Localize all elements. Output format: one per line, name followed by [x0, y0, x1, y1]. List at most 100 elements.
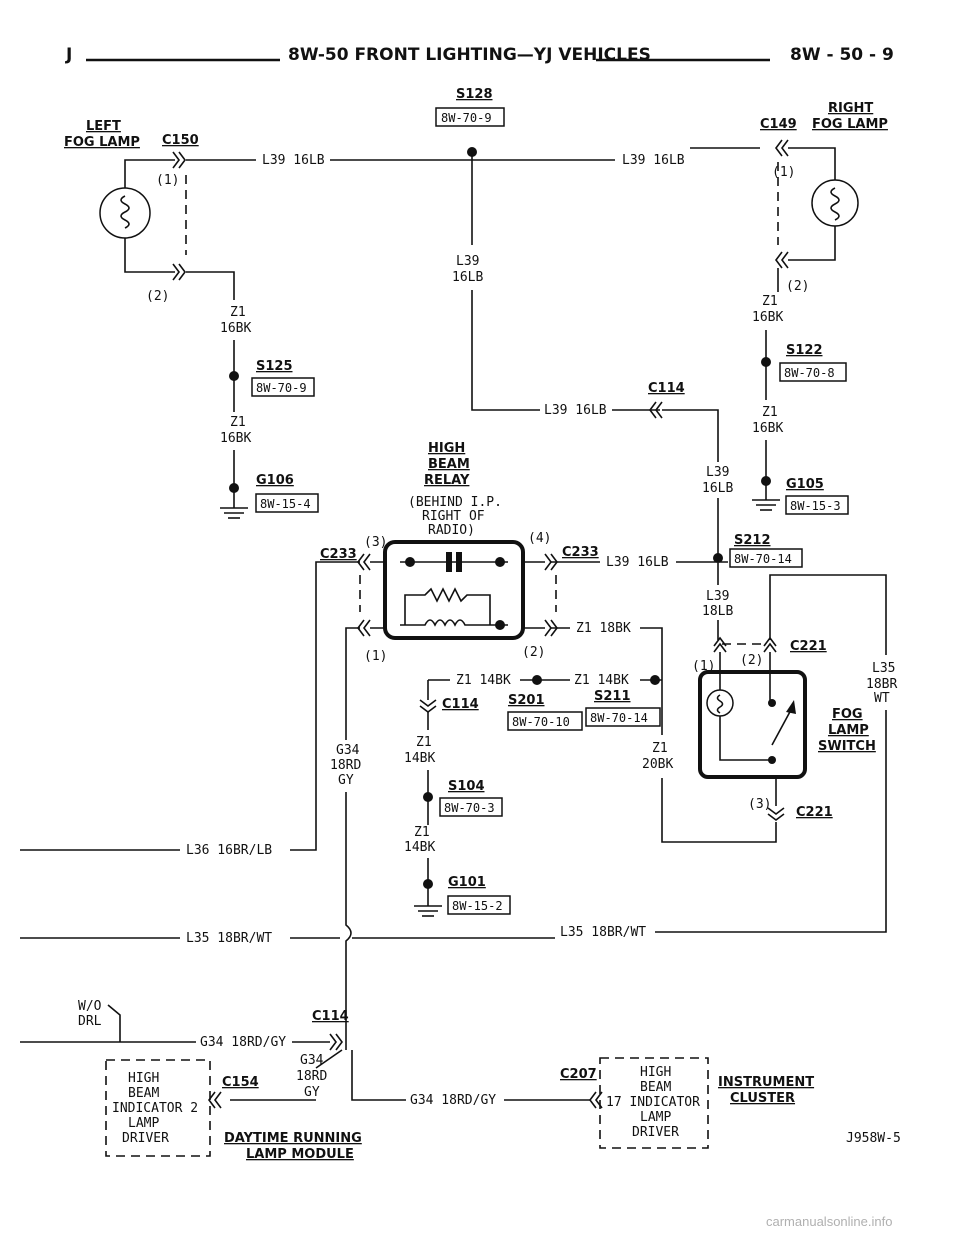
cluster-box-line-2: BEAM	[640, 1080, 671, 1095]
relay-note-2: RIGHT OF	[422, 509, 485, 524]
g101-ref-box	[447, 895, 511, 915]
z1-left-a-2: 16BK	[220, 321, 251, 336]
c233-left-label: C233	[320, 547, 357, 562]
switch-indicator-filament	[716, 694, 724, 714]
s128-ref-box	[435, 107, 505, 127]
g101-ref: 8W-15-2	[452, 899, 503, 913]
l39-vertical-label-1: L39	[456, 254, 479, 269]
c150-label: C150	[162, 133, 199, 148]
l39-vertical-label-2: 16LB	[452, 270, 483, 285]
g105-ref-box	[785, 495, 849, 515]
fog-switch-label-1: FOG	[832, 707, 863, 722]
z1-left-b-1: Z1	[230, 415, 246, 430]
g34-to-drl	[315, 1049, 343, 1069]
drl-module-box	[105, 1059, 211, 1157]
drl-box-line-3: INDICATOR 2	[112, 1101, 198, 1116]
g34-right-label: G34 18RD/GY	[410, 1093, 496, 1108]
g101-label: G101	[448, 875, 486, 890]
right-lamp-wire-bottom	[788, 226, 836, 261]
cluster-box-line-3: 17 INDICATOR	[606, 1095, 700, 1110]
c114-bot-label: C114	[312, 1009, 349, 1024]
drl-module-name-1: DAYTIME RUNNING	[224, 1131, 362, 1146]
left-fog-lamp-label-2: FOG LAMP	[64, 135, 140, 150]
g105-dot	[761, 476, 771, 486]
cluster-name-2: CLUSTER	[730, 1091, 795, 1106]
z1-right-b-2: 16BK	[752, 421, 783, 436]
z1-14v-label-1: Z1	[416, 735, 432, 750]
g34-b-label-3: GY	[304, 1085, 320, 1100]
right-lamp-wire-top	[788, 147, 836, 180]
s122-ref-box	[779, 362, 847, 382]
z1-left-wire-top	[186, 271, 235, 300]
wo-drl-pointer	[107, 1004, 121, 1042]
ground-icon	[414, 905, 442, 917]
s128-label: S128	[456, 87, 493, 102]
switch-arrow-icon	[786, 700, 796, 714]
z1-14-label-a: Z1 14BK	[456, 673, 511, 688]
z1-left-b-2: 16BK	[220, 431, 251, 446]
footer-watermark: carmanualsonline.info	[766, 1214, 892, 1229]
z1-right-a-1: Z1	[762, 294, 778, 309]
c114-low-label: C114	[442, 697, 479, 712]
l39-relay-label: L39 16LB	[606, 555, 669, 570]
c114-connector-low-drl	[329, 1033, 343, 1051]
s122-label: S122	[786, 343, 823, 358]
z1-14w-label-2: 14BK	[404, 840, 435, 855]
g101-dot	[423, 879, 433, 889]
drl-module-name-2: LAMP MODULE	[246, 1147, 354, 1162]
switch-contact-top	[768, 699, 776, 707]
left-fog-lamp-icon	[99, 187, 151, 239]
relay-note-3: RADIO)	[428, 523, 475, 538]
g34-label-3: GY	[338, 773, 354, 788]
relay-coil-dot	[495, 620, 505, 630]
s104-splice-dot	[423, 792, 433, 802]
g34-wire-down	[345, 792, 352, 1012]
c154-label: C154	[222, 1075, 259, 1090]
z1-20-label-2: 20BK	[642, 757, 673, 772]
z1-18-label: Z1 18BK	[576, 621, 631, 636]
switch-contact-bottom	[768, 756, 776, 764]
c221-connector-pin1	[713, 636, 727, 653]
pin-2-right: (2)	[786, 279, 809, 294]
drl-box-line-1: HIGH	[128, 1071, 159, 1086]
s211-splice-dot	[650, 675, 660, 685]
right-fog-lamp-label-1: RIGHT	[828, 101, 873, 116]
c221-connector-pin2	[763, 636, 777, 653]
wo-drl-label-2: DRL	[78, 1014, 102, 1029]
page-title: 8W-50 FRONT LIGHTING—YJ VEHICLES	[288, 45, 651, 65]
c150-connector-bottom	[172, 263, 186, 281]
drl-box-line-4: LAMP	[128, 1116, 159, 1131]
c150-connector-top	[172, 151, 186, 169]
l39-c114-to-relay	[662, 409, 719, 462]
z1-20-label-1: Z1	[652, 741, 668, 756]
s212-splice-dot	[713, 553, 723, 563]
relay-label-2: BEAM	[428, 457, 470, 472]
g34-left-label: G34 18RD/GY	[200, 1035, 286, 1050]
g106-label: G106	[256, 473, 294, 488]
l39-18-label-2: 18LB	[702, 604, 733, 619]
figure-id: J958W-5	[846, 1131, 901, 1146]
instrument-cluster-group: HIGH BEAM 17 INDICATOR LAMP DRIVER INSTR…	[599, 1057, 814, 1149]
cluster-box-line-5: DRIVER	[632, 1125, 679, 1140]
c149-connector-top	[775, 139, 789, 157]
s125-ref-box	[251, 377, 315, 397]
g34-label-1: G34	[336, 743, 360, 758]
drl-module-group: HIGH BEAM INDICATOR 2 LAMP DRIVER DAYTIM…	[105, 1059, 362, 1162]
wo-drl-label-1: W/O	[78, 999, 102, 1014]
switch-pin-3: (3)	[748, 797, 771, 812]
right-fog-lamp-group: RIGHT FOG LAMP C149 (1) (2)	[760, 101, 888, 294]
s104-label: S104	[448, 779, 485, 794]
s125-splice-dot	[229, 371, 239, 381]
g106-dot	[229, 483, 239, 493]
l35-wire-bottom-right	[655, 710, 887, 933]
l36-label: L36 16BR/LB	[186, 843, 272, 858]
cluster-box	[599, 1057, 709, 1149]
relay-label-1: HIGH	[428, 441, 465, 456]
s122-splice-dot	[761, 357, 771, 367]
z1-20-wire-b	[661, 778, 777, 843]
pin-2-left: (2)	[146, 289, 169, 304]
switch-internal-wire	[719, 716, 772, 761]
l39-label-left: L39 16LB	[262, 153, 325, 168]
left-fog-lamp-group: LEFT FOG LAMP C150 (1) (2)	[64, 119, 199, 304]
g34-to-cluster	[351, 1050, 406, 1101]
